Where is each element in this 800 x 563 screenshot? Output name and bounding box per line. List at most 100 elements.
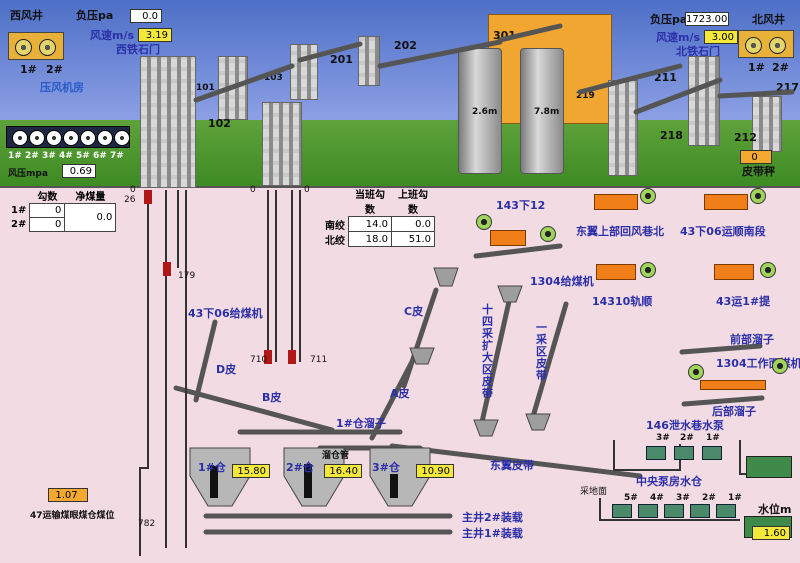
compressor-icon bbox=[46, 130, 62, 146]
bin-3[interactable] bbox=[368, 446, 432, 508]
building-103[interactable] bbox=[290, 44, 318, 100]
fan-icon bbox=[745, 37, 762, 54]
surface-belt-101-103 bbox=[193, 63, 295, 103]
pump146-2[interactable] bbox=[674, 446, 694, 460]
main-shaft-building[interactable] bbox=[140, 56, 196, 188]
gear-icon bbox=[476, 214, 492, 230]
pump-room-5-label: 5# bbox=[624, 493, 638, 503]
pump-room-5[interactable] bbox=[612, 504, 632, 518]
shaft-tag-711: 711 bbox=[310, 355, 328, 365]
bin-1-label: 1#仓 bbox=[198, 461, 226, 474]
pump146-3[interactable] bbox=[646, 446, 666, 460]
north-main-fans[interactable] bbox=[738, 30, 794, 58]
lift-43-label: 43运1#提 bbox=[716, 295, 771, 308]
belt-1-area-label: 一采区皮带 bbox=[536, 321, 547, 382]
motor-43-06[interactable] bbox=[704, 194, 748, 210]
building-211[interactable] bbox=[608, 80, 638, 176]
bin-2[interactable] bbox=[282, 446, 346, 508]
pump-room-2-label: 2# bbox=[702, 493, 716, 503]
d-belt-line bbox=[193, 319, 218, 403]
building-201[interactable] bbox=[358, 36, 380, 86]
gear-icon bbox=[540, 226, 556, 242]
front-slide-line bbox=[679, 343, 763, 355]
compressor-icon bbox=[12, 130, 28, 146]
building-218-label: 218 bbox=[660, 129, 683, 142]
shift-row-name: 南绞 bbox=[325, 220, 345, 232]
funnel-c bbox=[433, 267, 459, 287]
shearer-1304[interactable] bbox=[700, 380, 766, 390]
compressor-5-label: 5# bbox=[76, 151, 90, 161]
pump-room-4[interactable] bbox=[638, 504, 658, 518]
pump-room-3[interactable] bbox=[664, 504, 684, 518]
building-103-label: 103 bbox=[264, 73, 283, 83]
building-101-label: 101 bbox=[196, 83, 215, 93]
ground-line bbox=[0, 186, 800, 188]
air-pressure-label: 风压mpa bbox=[8, 169, 48, 179]
pump146-label: 146泄水巷水泵 bbox=[646, 419, 724, 432]
air-pressure-value: 0.69 bbox=[62, 164, 96, 178]
shift-col-current: 当班勾数 bbox=[355, 190, 385, 216]
north-gate-label: 北铁石门 bbox=[676, 45, 720, 58]
motor-east-upper[interactable] bbox=[594, 194, 638, 210]
shaft-zero-1: 0 bbox=[130, 185, 136, 195]
motor-43-1[interactable] bbox=[714, 264, 754, 280]
auxiliary-shaft-building[interactable] bbox=[262, 102, 302, 186]
funnel-14-bottom bbox=[473, 419, 499, 437]
building-212[interactable] bbox=[752, 96, 782, 152]
shearer-143-12[interactable] bbox=[490, 230, 526, 246]
skip-2 bbox=[163, 262, 171, 276]
feeder-43-06-label: 43下06给煤机 bbox=[188, 307, 263, 320]
c-belt-label: C皮 bbox=[404, 305, 424, 318]
surface-belt-301 bbox=[497, 23, 563, 43]
funnel-14 bbox=[497, 285, 523, 303]
water-level-value: 1.60 bbox=[752, 526, 790, 540]
bin-1[interactable] bbox=[188, 446, 252, 508]
d-belt-label: D皮 bbox=[216, 363, 237, 376]
compressor-panel[interactable] bbox=[6, 126, 130, 148]
main-shaft-2-label: 主井2#装载 bbox=[462, 511, 523, 524]
north-fan2-label: 2# bbox=[772, 61, 789, 74]
skip-1 bbox=[144, 190, 152, 204]
bin-mid-label: 溜仓管 bbox=[322, 451, 350, 461]
silo-2-label: 7.8m bbox=[534, 107, 560, 117]
surface-belt-201-202 bbox=[377, 39, 503, 69]
surface-belt-218 bbox=[633, 77, 723, 115]
gear-icon bbox=[760, 262, 776, 278]
pump-room-1[interactable] bbox=[716, 504, 736, 518]
shaft-zero-3: 0 bbox=[304, 185, 310, 195]
shift-row-current: 18.0 bbox=[348, 231, 392, 247]
rear-slide-line bbox=[681, 395, 765, 407]
shift-row-current: 14.0 bbox=[348, 216, 392, 232]
west-main-fans[interactable] bbox=[8, 32, 64, 60]
building-201-label: 201 bbox=[330, 53, 353, 66]
west-wind-speed-value: 3.19 bbox=[138, 28, 172, 42]
fan-icon bbox=[769, 37, 786, 54]
north-fan1-label: 1# bbox=[748, 61, 765, 74]
bin-3-label: 3#仓 bbox=[372, 461, 400, 474]
north-wind-speed-value: 3.00 bbox=[704, 30, 738, 44]
gear-icon bbox=[640, 262, 656, 278]
silo-1-label: 2.6m bbox=[472, 107, 498, 117]
west-wind-speed-label: 风速m/s bbox=[90, 29, 135, 42]
compressor-3-label: 3# bbox=[42, 151, 56, 161]
pump146-1[interactable] bbox=[702, 446, 722, 460]
compressor-7-label: 7# bbox=[110, 151, 124, 161]
west-fan1-label: 1# bbox=[20, 63, 37, 76]
compressor-4-label: 4# bbox=[59, 151, 73, 161]
shaft-tag-782: 782 bbox=[138, 519, 156, 529]
bin-2-level: 16.40 bbox=[324, 464, 362, 478]
hook-row-coal: 0.0 bbox=[64, 203, 117, 232]
rear-slide-label: 后部溜子 bbox=[712, 405, 756, 418]
a-belt-line bbox=[369, 355, 417, 441]
east-upper-label: 东翼上部回风巷北 bbox=[576, 225, 664, 238]
silo-2[interactable] bbox=[520, 48, 564, 174]
fan-icon bbox=[39, 39, 56, 56]
motor-14310[interactable] bbox=[596, 264, 636, 280]
belt-scale-label: 皮带秤 bbox=[742, 165, 775, 178]
hook-row-count: 0 bbox=[29, 203, 66, 218]
building-102-label: 102 bbox=[208, 117, 231, 130]
pump-room-2[interactable] bbox=[690, 504, 710, 518]
building-217-left[interactable] bbox=[688, 56, 720, 146]
ground-surface bbox=[0, 120, 800, 188]
